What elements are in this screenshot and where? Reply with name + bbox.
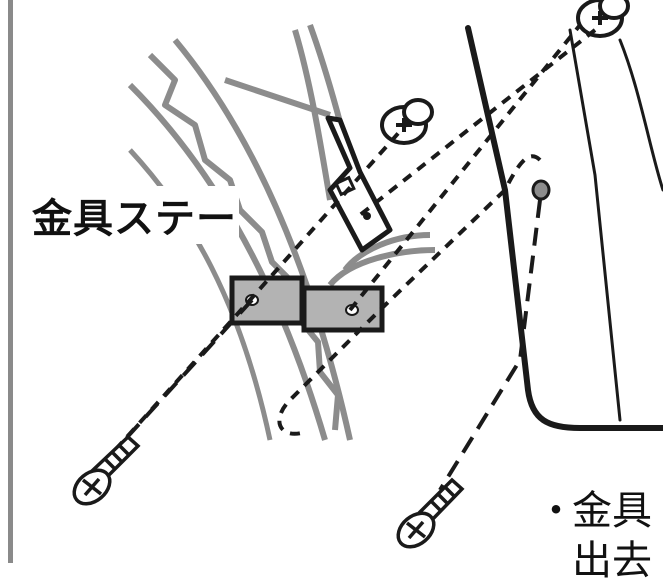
note-text-1: 金具: [572, 488, 652, 534]
installation-diagram: [8, 0, 663, 563]
screw-icon: [72, 434, 141, 506]
frame-border: [8, 0, 13, 563]
bracket-stay: [325, 115, 393, 253]
screw-icon: [396, 477, 465, 549]
push-clip-icon: [576, 0, 630, 38]
note-line-1: ・金具: [536, 478, 652, 536]
guide-lines: [88, 23, 597, 492]
mounting-hole: [531, 179, 551, 201]
fender-outline: [465, 25, 663, 431]
note-line-2: 出去: [572, 538, 652, 584]
bracket-plates: [229, 275, 385, 333]
bracket-stay-label: 金具ステー: [30, 186, 239, 244]
note-bullet: ・: [536, 488, 576, 534]
